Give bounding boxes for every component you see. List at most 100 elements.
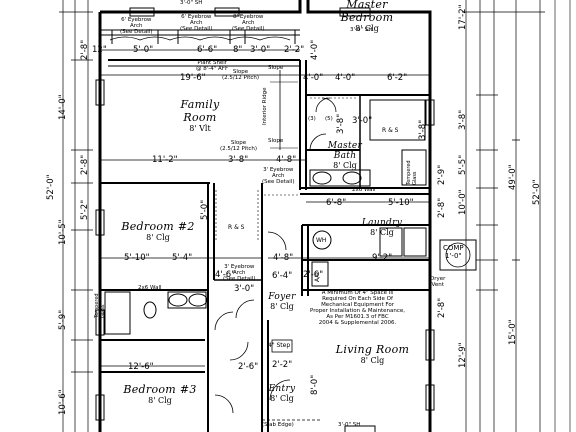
note-ref: (3)	[308, 116, 316, 122]
dimension-label: 2'-2"	[272, 360, 293, 370]
note-ref: (5)	[325, 116, 333, 122]
vertical-dimension-label: 5'-0"	[200, 199, 210, 220]
note-slope: Slope	[268, 138, 284, 144]
note-slope: Slope(2.5/12 Pitch)	[220, 140, 258, 152]
dimension-label: 6'-6"	[197, 45, 218, 55]
vertical-dimension-label: 15'-0"	[508, 319, 518, 345]
dimension-label: 3'-0"	[352, 116, 373, 126]
dimension-label: 3'-0"	[250, 45, 271, 55]
vertical-dimension-label: 10'-5"	[58, 219, 68, 245]
note-wall: 2x6 Wall	[352, 187, 376, 193]
dimension-label: 4'-6"	[215, 270, 236, 280]
vertical-dimension-label: 12'-9"	[458, 342, 468, 368]
dimension-label: 3'-8"	[228, 155, 249, 165]
dimension-label: 2'-6"	[303, 270, 324, 280]
vertical-dimension-label: 2'-8"	[437, 297, 447, 318]
dimension-label: 12"	[92, 45, 107, 55]
vertical-dimension-label: 49'-0"	[508, 164, 518, 190]
dimension-label: 8"	[233, 45, 243, 55]
room-name: Master	[346, 0, 388, 11]
vertical-dimension-label: 52'-0"	[46, 174, 56, 200]
room-name-line2: Bath	[333, 151, 357, 161]
room-ceiling: 8' Clg	[370, 228, 394, 237]
vertical-dimension-label: 5'-5"	[458, 154, 468, 175]
room-ceiling: 8' Clg	[146, 233, 170, 242]
note-sh: 3'-0" SH	[350, 27, 373, 33]
dimension-label: 11'-2"	[152, 155, 178, 165]
room-name: Laundry	[361, 218, 403, 228]
room-entry: Entry 8' Clg	[262, 384, 302, 403]
vertical-dimension-label: 3'-8"	[336, 113, 346, 134]
vertical-dimension-label: 3'-8"	[458, 109, 468, 130]
dimension-label: 5'-10"	[124, 253, 150, 263]
note-hose-bib: 3'-0" SH	[338, 422, 361, 428]
dimension-label: 3'-0"	[234, 284, 255, 294]
room-name: Living Room	[335, 343, 410, 356]
room-ceiling: 8' Clg	[270, 302, 294, 311]
note-slab-edge: (Slab Edge)	[262, 422, 294, 428]
room-ceiling: 8' Vlt	[189, 124, 211, 133]
vertical-dimension-label: 5'-2"	[80, 199, 90, 220]
room-name: Bedroom #3	[123, 383, 197, 396]
vertical-dimension-label: 10'-0"	[458, 189, 468, 215]
dimension-label: 2'-2"	[284, 45, 305, 55]
note-slope: Slope(2.5/12 Pitch)	[222, 69, 260, 81]
room-bedroom-3: Bedroom #3 8' Clg	[112, 383, 208, 405]
vertical-dimension-label: 5'-9"	[58, 309, 68, 330]
note-interior-ridge: Interior Ridge	[262, 87, 268, 125]
room-name: Foyer	[268, 292, 296, 302]
room-name-line2: Bedroom	[340, 11, 394, 24]
vertical-dimension-label: 2'-8"	[80, 39, 90, 60]
room-ceiling: 8' Clg	[355, 24, 379, 33]
fixture-label: R & S	[382, 127, 399, 134]
vertical-dimension-label: 2'-8"	[437, 197, 447, 218]
vertical-dimension-label: 52'-0"	[532, 179, 542, 205]
room-ceiling: 8' Clg	[360, 356, 385, 365]
fixture-label: R & S	[228, 224, 245, 231]
room-name: Master	[327, 141, 363, 151]
dimension-label: 4" Step	[268, 342, 291, 349]
dimension-label: 5'-0"	[133, 45, 154, 55]
room-family-room: Family Room 8' Vlt	[160, 98, 240, 133]
room-bedroom-2: Bedroom #2 8' Clg	[118, 220, 198, 242]
vertical-dimension-label: 17'-2"	[458, 4, 468, 30]
vertical-dimension-label: 3'-8"	[418, 119, 428, 140]
dimension-label: 2'-6"	[238, 362, 259, 372]
vertical-dimension-label: 2'-8"	[80, 154, 90, 175]
room-master-bath: Master Bath 8' Clg	[315, 141, 375, 170]
room-laundry: Laundry 8' Clg	[352, 218, 412, 237]
dimension-label: 5'-4"	[172, 253, 193, 263]
note-plant-shelf: Plant Shelf@ 8'-4" AFF	[196, 60, 229, 72]
vertical-dimension-label: 2'-9"	[437, 164, 447, 185]
room-master-bedroom: Master Bedroom 8' Clg	[322, 0, 412, 33]
dimension-label: 12'-6"	[128, 362, 154, 372]
dimension-label: 9'-2"	[372, 253, 393, 263]
room-name: Family	[180, 98, 220, 111]
vertical-dimension-label: 8'-0"	[310, 374, 320, 395]
dimension-label: 19'-6"	[180, 73, 206, 83]
dimension-label: 4'-8"	[273, 253, 294, 263]
dimension-label: 4'-0"	[335, 73, 356, 83]
room-ceiling: 8' Clg	[148, 396, 172, 405]
water-heater-label: WH	[316, 237, 327, 244]
room-ceiling: 8' Clg	[333, 161, 357, 170]
dimension-label: 4'-0"	[303, 73, 324, 83]
vertical-dimension-label: 4'-0"	[310, 39, 320, 60]
vertical-dimension-label: 14'-0"	[58, 94, 68, 120]
room-name: Bedroom #2	[121, 220, 195, 233]
dimension-label: 6'-4"	[272, 271, 293, 281]
dimension-label: 6'-8"	[326, 198, 347, 208]
ac-unit-label: A/C	[314, 271, 321, 282]
dimension-label: 5'-10"	[388, 198, 414, 208]
